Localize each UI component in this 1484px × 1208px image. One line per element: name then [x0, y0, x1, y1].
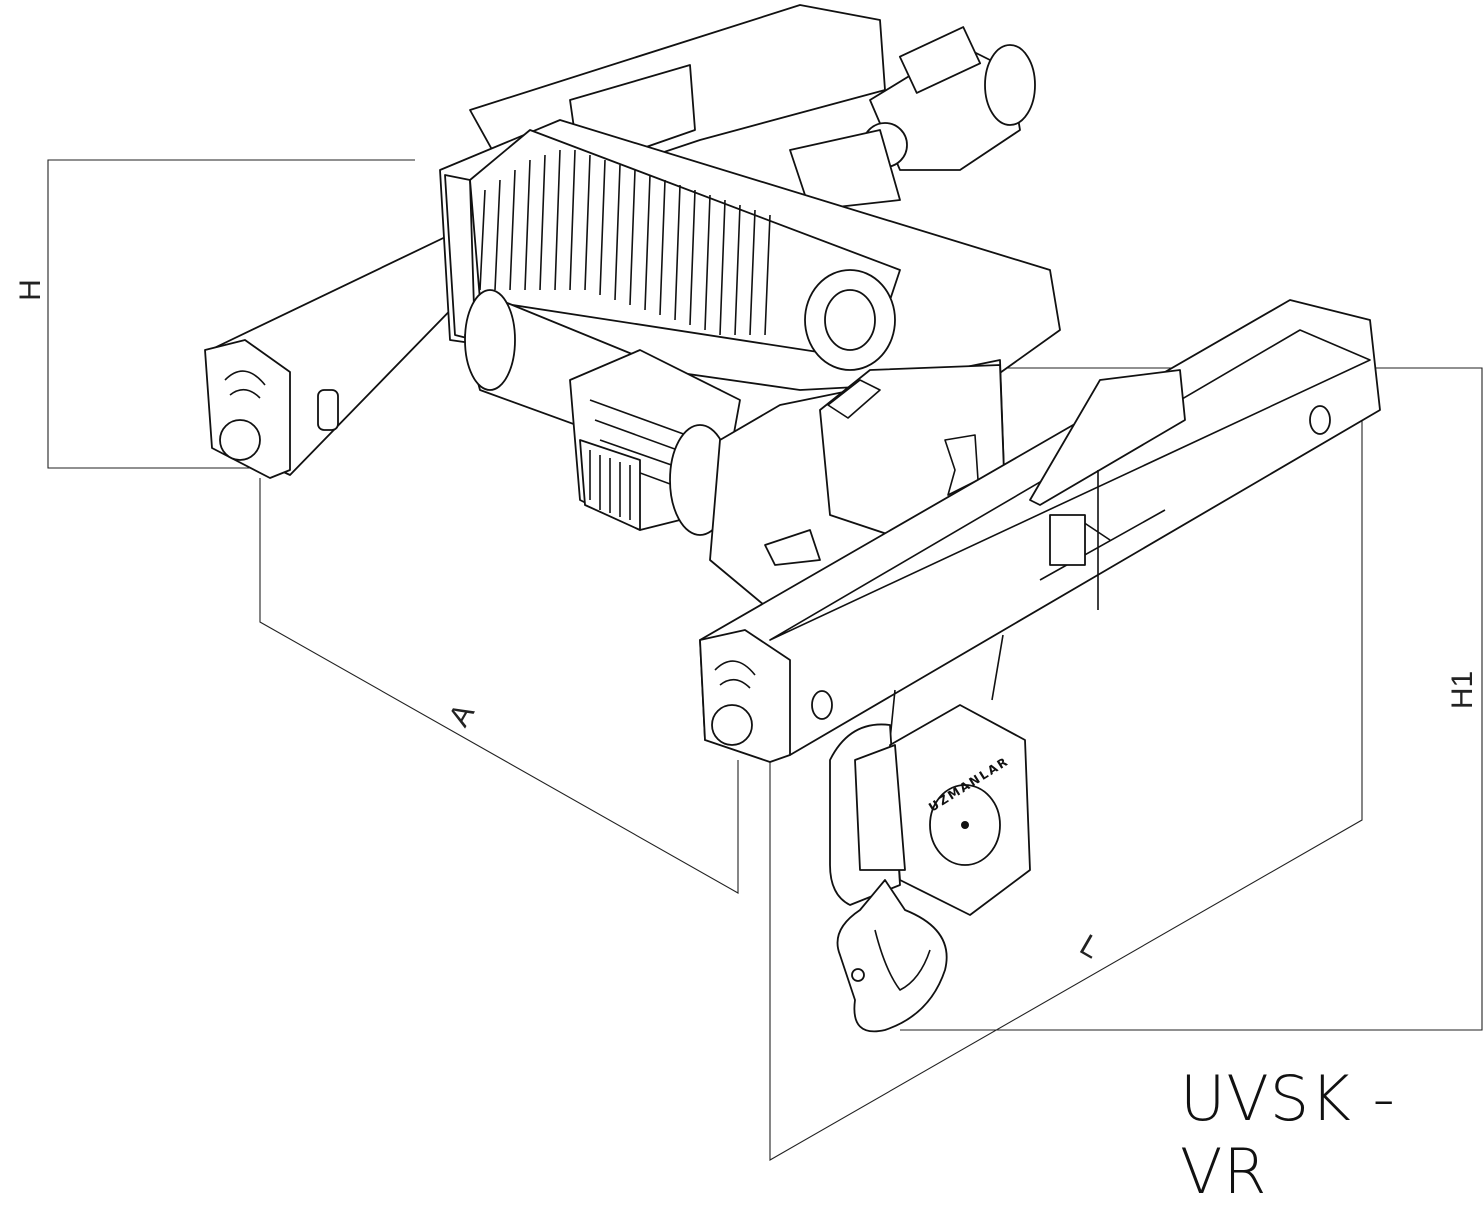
model-label: UVSK - VR	[1180, 1062, 1396, 1208]
rear-end-carriage	[204, 229, 471, 479]
dimension-h-label: H	[14, 279, 47, 301]
dimension-a-label: A	[442, 698, 481, 732]
dimension-a: A	[259, 478, 739, 894]
hoist-frame	[439, 119, 1061, 391]
dimension-l-label: L	[1074, 928, 1105, 965]
front-end-carriage	[699, 299, 1381, 763]
dimension-h1: H1	[880, 367, 1483, 1031]
hoist-drawing: H A H1 L	[14, 4, 1483, 1161]
dimension-h: H	[14, 159, 415, 469]
hook-block: UZMANLAR	[829, 634, 1031, 1033]
rope-drum	[469, 129, 901, 371]
hoist-motor	[464, 289, 741, 536]
dimension-h1-label: H1	[1446, 671, 1479, 709]
travel-motor-far	[789, 26, 1036, 211]
